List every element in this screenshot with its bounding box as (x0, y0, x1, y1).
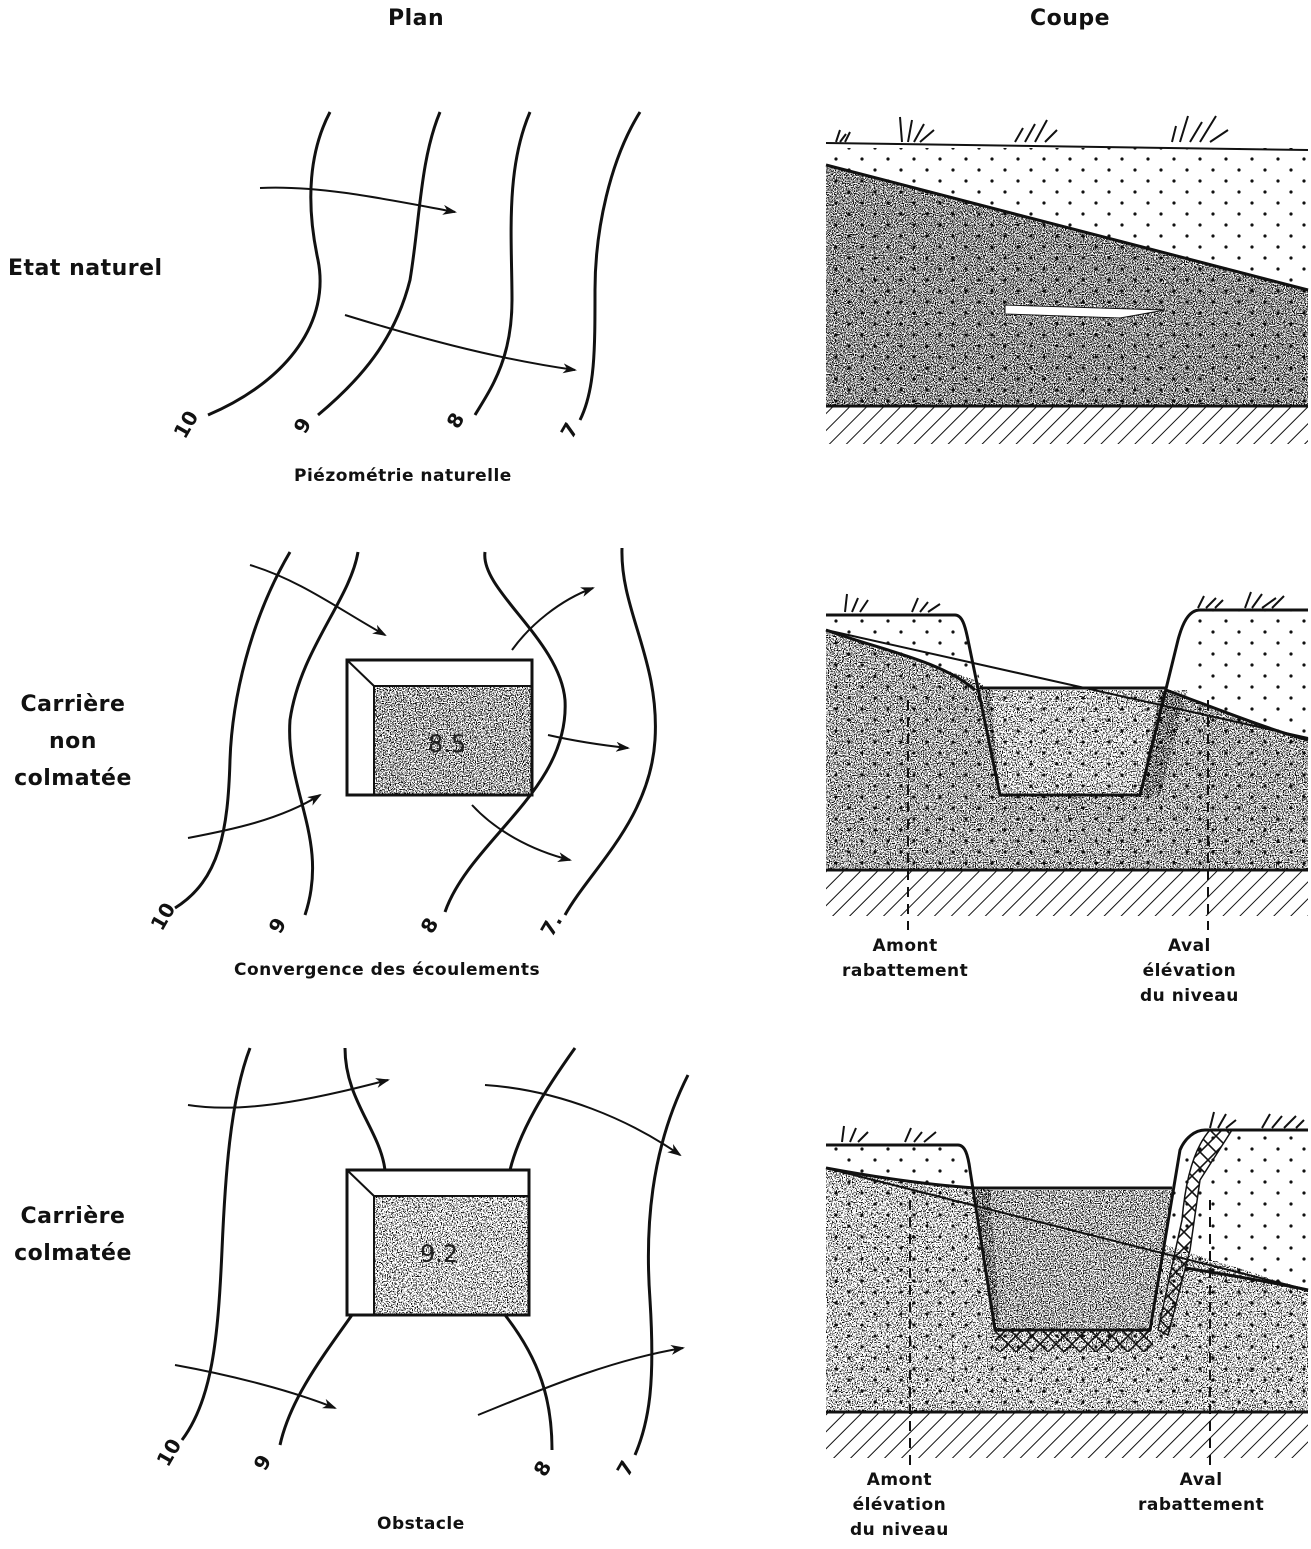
flow-arrow (250, 565, 385, 635)
section-clogged (826, 1112, 1308, 1465)
isoline-7 (565, 548, 655, 915)
isoline-8 (475, 112, 530, 415)
flow-arrow (345, 315, 575, 370)
isoline-label-9: 9 (264, 913, 292, 937)
quarry-level-value: 8.5 (428, 730, 466, 758)
isoline-label-9: 9 (249, 1450, 277, 1474)
isoline-label-7: 7 (556, 418, 584, 442)
isoline-label-7: 7. (536, 910, 568, 941)
isoline-label-10: 10 (152, 1434, 187, 1470)
quarry-plan-clogged: 9.2 (347, 1170, 529, 1315)
plan-natural (208, 112, 640, 420)
isoline-label-8: 8 (529, 1456, 557, 1480)
flow-arrow (472, 805, 570, 860)
grass-icon (836, 116, 1228, 142)
isoline-label-10: 10 (146, 898, 181, 934)
flow-arrow (175, 1365, 335, 1408)
quarry-plan-non-clogged: 8.5 (347, 660, 532, 795)
isoline-label-7: 7 (612, 1456, 640, 1480)
section-natural (826, 116, 1308, 444)
section-non-clogged (826, 592, 1308, 930)
isoline-label-8: 8 (442, 408, 470, 432)
isoline-10 (175, 552, 290, 908)
isoline-7 (580, 112, 640, 420)
isoline-label-8: 8 (416, 913, 444, 937)
isoline-label-10: 10 (169, 406, 204, 442)
isoline-label-9: 9 (289, 413, 317, 437)
flow-arrow (485, 1085, 680, 1155)
isoline-9 (318, 112, 440, 415)
flow-arrow (260, 188, 455, 212)
quarry-level-value: 9.2 (420, 1240, 458, 1268)
isoline-10 (208, 112, 330, 415)
